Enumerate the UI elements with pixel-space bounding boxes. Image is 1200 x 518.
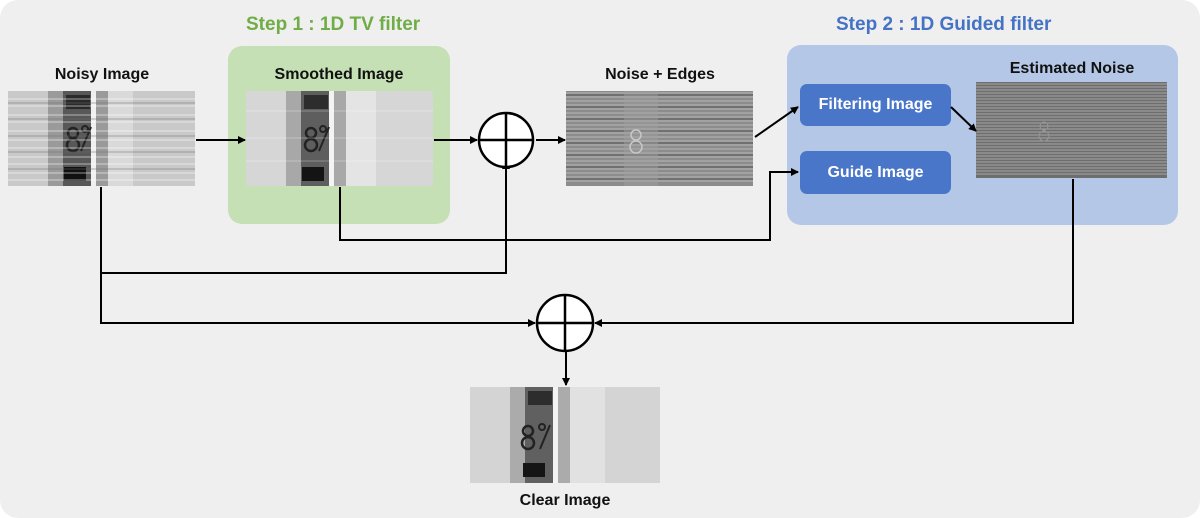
arrow-estimated-noise-to-final-sum (594, 179, 1074, 327)
noisy-image-label: Noisy Image (54, 66, 150, 83)
guide-image-box: Guide Image (800, 151, 951, 194)
noisy-image (8, 91, 195, 186)
step2-title: Step 2 : 1D Guided filter (836, 14, 1052, 35)
arrow-smoothed-to-guide (339, 168, 799, 241)
smoothed-image-label: Smoothed Image (274, 66, 404, 83)
arrow-noisy-to-final-sum (100, 273, 536, 327)
circle-plus-icon (535, 293, 595, 353)
circle-plus-icon (477, 111, 535, 169)
clear-image-label: Clear Image (519, 492, 611, 509)
noise-edges-image (566, 91, 753, 186)
step1-title: Step 1 : 1D TV filter (246, 14, 421, 35)
clear-image (470, 387, 660, 483)
estimated-noise-label: Estimated Noise (1009, 60, 1135, 77)
arrow-noise-edges-to-filtering (754, 106, 799, 138)
filtering-image-box: Filtering Image (800, 84, 951, 126)
arrow-noisy-to-sum (100, 161, 510, 274)
arrow-filtering-to-estimated-noise (950, 106, 977, 132)
estimated-noise-image (976, 82, 1167, 178)
noise-edges-label: Noise + Edges (605, 66, 715, 83)
smoothed-image (246, 91, 433, 186)
